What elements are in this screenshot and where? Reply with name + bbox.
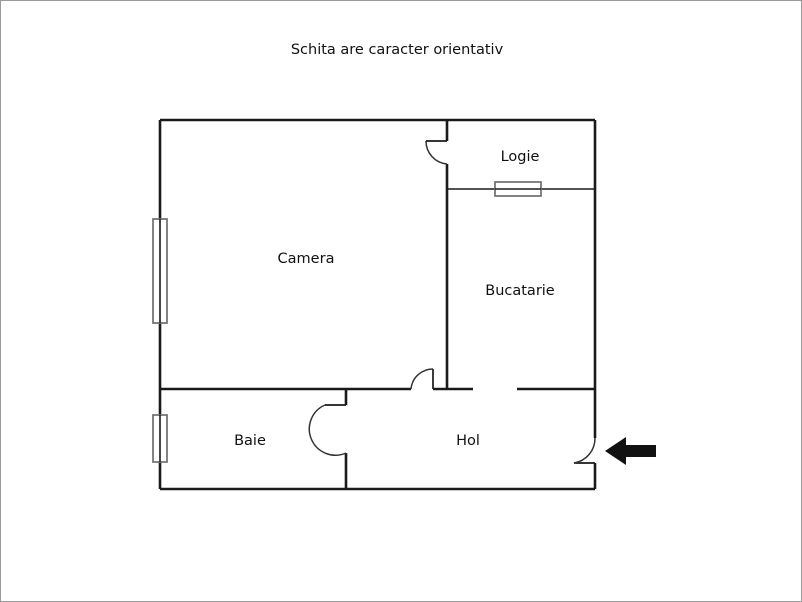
room-label-camera: Camera	[278, 251, 335, 267]
hol-camera-door[interactable]	[410, 368, 434, 390]
baie-door-swing-arc	[308, 404, 347, 456]
logie-window	[494, 181, 542, 197]
room-label-bucatarie: Bucatarie	[485, 283, 555, 299]
logie-door-swing-arc	[425, 140, 448, 165]
logie-door[interactable]	[425, 140, 448, 165]
room-label-logie: Logie	[501, 149, 540, 165]
entrance-door-swing-arc	[573, 437, 596, 464]
camera-window	[152, 218, 168, 324]
room-label-hol: Hol	[456, 433, 480, 449]
hol-camera-door-swing-arc	[410, 368, 434, 390]
entrance-arrow	[605, 437, 656, 465]
page-title: Schita are caracter orientativ	[291, 42, 504, 58]
baie-door[interactable]	[308, 404, 347, 456]
room-label-baie: Baie	[234, 433, 266, 449]
baie-window	[152, 414, 168, 463]
entrance-door[interactable]	[573, 437, 596, 464]
